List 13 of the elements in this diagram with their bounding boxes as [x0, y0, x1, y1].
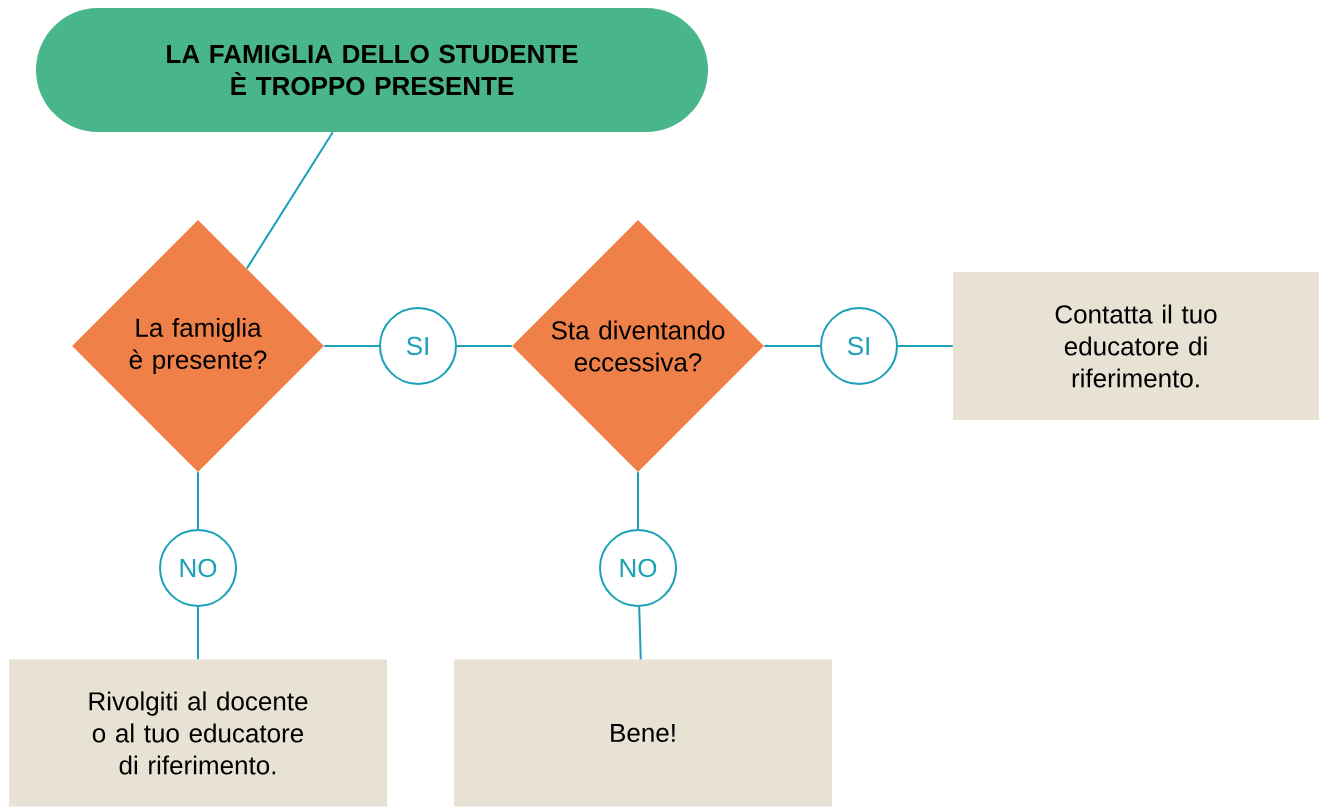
- connector-line: [323, 345, 380, 347]
- connector-line: [197, 471, 199, 530]
- connector-line: [897, 345, 954, 347]
- outcome-box: Rivolgiti al docente o al tuo educatore di riferimento.: [9, 659, 387, 807]
- start-terminal: LA FAMIGLIA DELLO STUDENTE È TROPPO PRESENTE: [36, 8, 708, 132]
- connector-line: [245, 131, 334, 270]
- connector-line: [456, 345, 513, 347]
- connector-line: [638, 606, 642, 661]
- connector-line: [197, 606, 199, 661]
- outcome-box: Bene!: [454, 659, 832, 807]
- connector-line: [637, 471, 639, 530]
- outcome-box: Contatta il tuo educatore di riferimento.: [953, 272, 1319, 420]
- connector-line: [763, 345, 821, 347]
